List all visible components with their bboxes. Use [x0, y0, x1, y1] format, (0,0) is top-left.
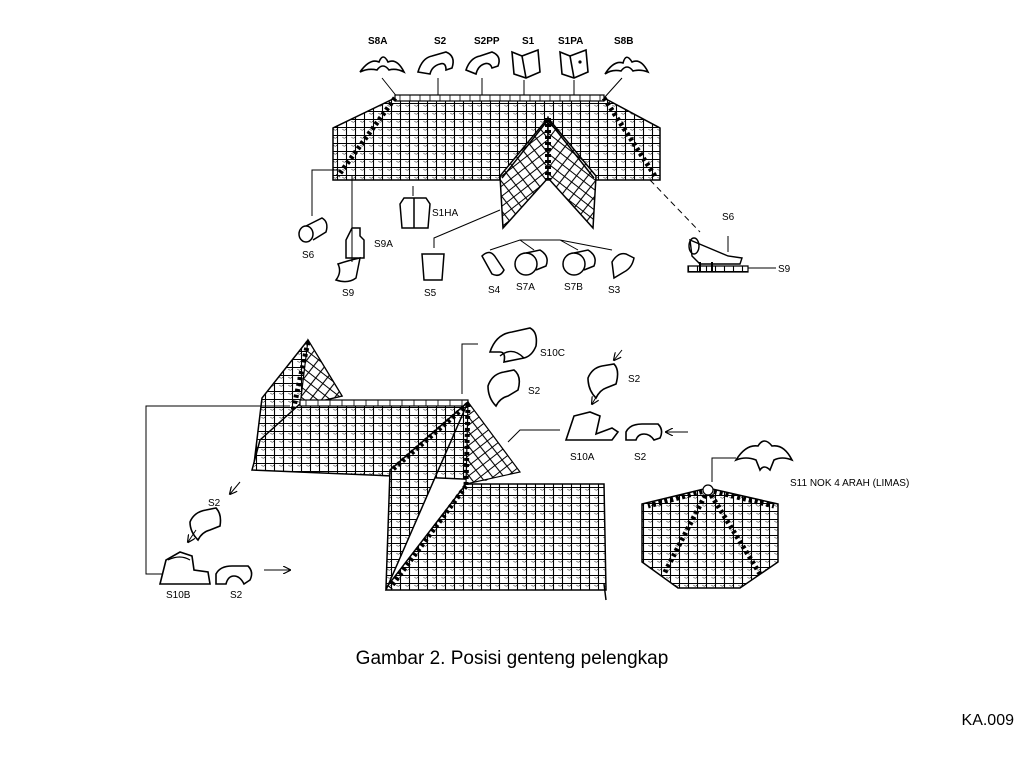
- label-s2pp: S2PP: [474, 36, 500, 47]
- tile-icon-s8a: [359, 56, 406, 74]
- tile-icon-s9a: [345, 227, 365, 259]
- tile-icon-s1ha: [399, 197, 431, 229]
- label-s8b: S8B: [614, 36, 633, 47]
- tile-icon-s10a: [564, 411, 620, 441]
- label-s9-left: S9: [342, 288, 355, 299]
- label-s2-c: S2: [634, 452, 647, 463]
- tile-icon-s9-left: [334, 257, 361, 283]
- label-s2-top: S2: [434, 36, 447, 47]
- label-s1ha: S1HA: [432, 208, 458, 219]
- tile-icon-s2-top: [416, 51, 454, 75]
- tile-icon-s2-a: [487, 369, 521, 408]
- tile-icon-s2-b: [587, 363, 619, 400]
- label-s5: S5: [424, 288, 437, 299]
- tile-icon-s2-e: [215, 565, 253, 586]
- front-wing-roof: [384, 401, 607, 591]
- tile-icon-s5: [421, 253, 445, 281]
- label-s9a: S9A: [374, 239, 393, 250]
- tile-icon-s3: [611, 252, 635, 280]
- label-s2-b: S2: [628, 374, 641, 385]
- label-s1: S1: [522, 36, 535, 47]
- label-s7b: S7B: [564, 282, 583, 293]
- label-s7a: S7A: [516, 282, 535, 293]
- figure-caption: Gambar 2. Posisi genteng pelengkap: [355, 648, 669, 669]
- label-s11: S11 NOK 4 ARAH (LIMAS): [790, 478, 909, 489]
- bottom-left-roof-diagram: S10C S2 S2 S10A S2 S2 S10B S2: [145, 327, 688, 601]
- label-s3: S3: [608, 285, 621, 296]
- ridge-end-detail: [687, 236, 776, 273]
- label-s2-e: S2: [230, 590, 243, 601]
- slide-code: KA.009: [961, 712, 1014, 729]
- bottom-right-roof-diagram: S11 NOK 4 ARAH (LIMAS): [641, 440, 909, 589]
- tile-icon-s8b: [604, 56, 650, 75]
- tile-icon-s7a: [514, 249, 548, 276]
- roof-tile-diagram: S8A S2 S2PP S1 S1PA S8B: [145, 36, 909, 601]
- label-s4: S4: [488, 285, 501, 296]
- tile-icon-s10b: [158, 551, 211, 585]
- label-s10a: S10A: [570, 452, 595, 463]
- tile-icon-s2-d: [189, 507, 222, 542]
- tile-icon-s4: [481, 251, 505, 277]
- tile-icon-s6-left: [298, 217, 328, 243]
- label-s2-d: S2: [208, 498, 221, 509]
- label-s10c: S10C: [540, 348, 565, 359]
- label-s8a: S8A: [368, 36, 387, 47]
- tile-icon-s2-c: [625, 423, 663, 441]
- tile-icon-s11: [734, 440, 794, 472]
- label-s6-right: S6: [722, 212, 735, 223]
- tile-icon-s7b: [562, 249, 596, 276]
- label-s9-right: S9: [778, 264, 791, 275]
- tile-icon-s1: [511, 48, 541, 79]
- label-s6-left: S6: [302, 250, 315, 261]
- tile-icon-s2pp: [465, 51, 500, 76]
- label-s10b: S10B: [166, 590, 191, 601]
- tile-icon-s1pa: [559, 48, 589, 79]
- pyramid-roof: [641, 487, 779, 589]
- top-roof-diagram: S8A S2 S2PP S1 S1PA S8B: [298, 36, 791, 299]
- tile-icon-s10c: [488, 327, 538, 364]
- label-s1pa: S1PA: [558, 36, 583, 47]
- label-s2-a: S2: [528, 386, 541, 397]
